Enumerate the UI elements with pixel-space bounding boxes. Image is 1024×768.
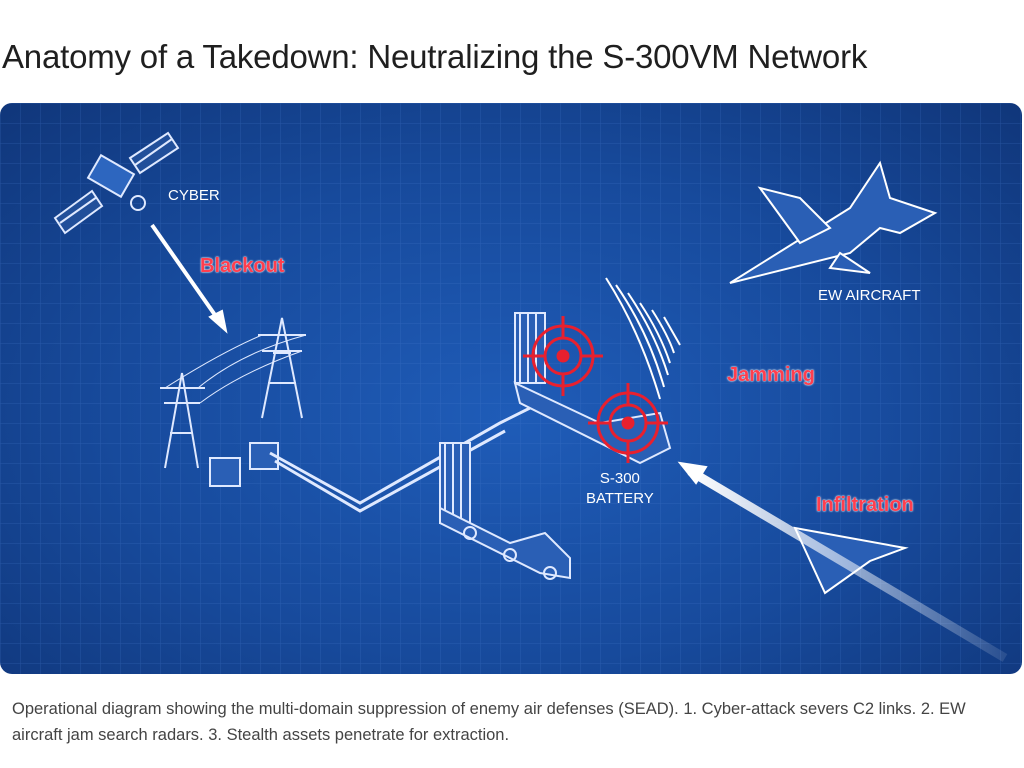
stealth-drone-icon — [793, 526, 909, 595]
blackout-arrow — [150, 223, 224, 327]
infiltration-label: Infiltration — [816, 494, 914, 516]
figure-caption: Operational diagram showing the multi-do… — [12, 700, 966, 744]
satellite-icon — [53, 131, 180, 235]
ew-aircraft-icon — [729, 160, 938, 284]
diagram-canvas — [0, 103, 1022, 674]
page-title: Anatomy of a Takedown: Neutralizing the … — [2, 38, 868, 75]
infiltration-arrow — [687, 467, 1008, 662]
battery-label-line2: BATTERY — [586, 490, 654, 507]
s300-launcher-icon — [439, 442, 571, 580]
ew-aircraft-label: EW AIRCRAFT — [818, 287, 921, 304]
s300-battery-label: S-300 BATTERY — [586, 469, 654, 509]
sead-diagram: CYBER EW AIRCRAFT S-300 BATTERY Blackout… — [0, 103, 1022, 674]
cyber-label: CYBER — [168, 187, 220, 204]
battery-label-line1: S-300 — [599, 470, 640, 487]
power-tower-icon — [160, 317, 307, 487]
jamming-waves — [605, 277, 681, 400]
target-reticle-icon — [588, 383, 668, 463]
jamming-label: Jamming — [727, 364, 815, 386]
target-reticle-icon — [523, 316, 603, 396]
blackout-label: Blackout — [200, 255, 285, 277]
